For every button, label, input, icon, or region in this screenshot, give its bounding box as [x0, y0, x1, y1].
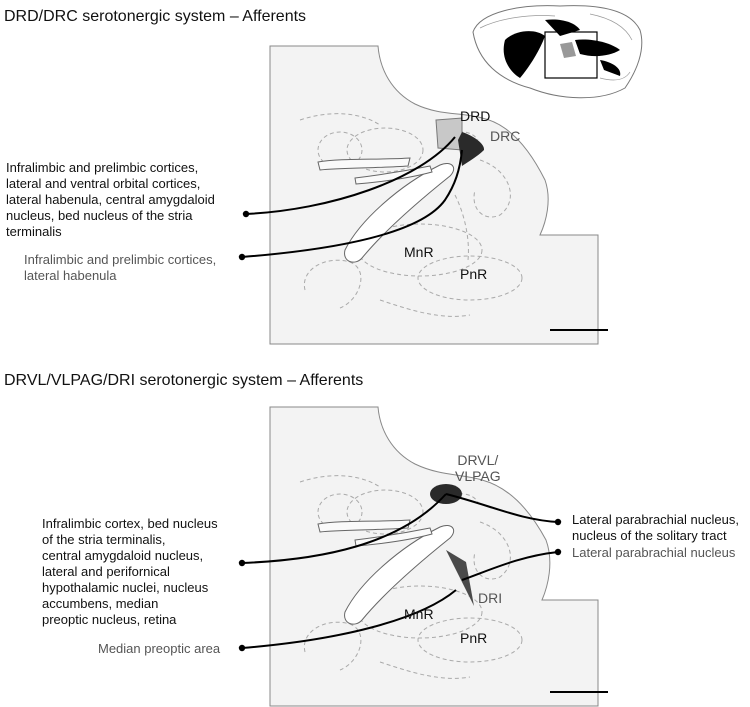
top-region-drc-label: DRC: [490, 128, 521, 144]
bottom-section-outline: [269, 406, 599, 707]
top-brain-section-diagram: [238, 5, 643, 345]
bottom-afferent-line-right-1: [445, 493, 559, 523]
bottom-afferent-label-left: Infralimbic cortex, bed nucleus of the s…: [42, 516, 218, 627]
bottom-region-drvl-label: DRVL/ VLPAG: [455, 452, 501, 484]
bottom-afferent-line-right-2: [461, 551, 559, 581]
bottom-afferent-line-left: [241, 493, 447, 564]
bottom-region-pnr-label: PnR: [460, 630, 488, 646]
top-drd-region: [435, 117, 463, 151]
bottom-region-dri-label: DRI: [478, 590, 503, 606]
bottom-afferent-label-right-2: Lateral parabrachial nucleus: [572, 545, 736, 560]
bottom-fiber-tract: [344, 524, 455, 625]
top-section-outline: [269, 45, 599, 345]
inset-region-box: [544, 31, 598, 79]
sagittal-brain-inset: [472, 5, 643, 99]
bottom-afferent-line-median: [241, 589, 457, 649]
top-afferent-label-2: Infralimbic and prelimbic cortices, late…: [24, 252, 217, 283]
top-region-pnr-label: PnR: [460, 266, 488, 282]
bottom-panel-title: DRVL/VLPAG/DRI serotonergic system – Aff…: [4, 372, 364, 389]
top-afferent-label-1: Infralimbic and prelimbic cortices, late…: [6, 160, 215, 239]
bottom-region-mnr-label: MnR: [404, 606, 434, 622]
bottom-afferent-label-median: Median preoptic area: [98, 641, 221, 656]
top-drc-region: [458, 132, 485, 166]
bottom-afferent-label-right-1: Lateral parabrachial nucleus, nucleus of…: [572, 512, 739, 543]
top-region-mnr-label: MnR: [404, 244, 434, 260]
bottom-brain-section-diagram: [238, 406, 608, 707]
top-region-drd-label: DRD: [460, 108, 491, 124]
top-afferent-line-1: [245, 136, 456, 215]
top-panel-title: DRD/DRC serotonergic system – Afferents: [4, 8, 307, 25]
top-afferent-line-2: [241, 149, 463, 258]
bottom-dri-region: [446, 550, 474, 606]
